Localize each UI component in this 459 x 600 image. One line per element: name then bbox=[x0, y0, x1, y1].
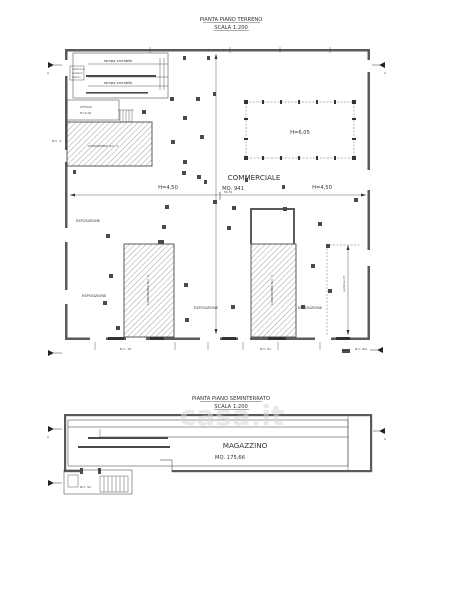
expo-label-3: ESPOSIZIONE bbox=[194, 306, 219, 310]
basement-mark-left: A bbox=[47, 435, 50, 439]
expo-label-4: ESPOSIZIONE bbox=[298, 306, 323, 310]
ramp-label-2: rampa carrabile bbox=[104, 81, 133, 85]
basement-walls bbox=[64, 414, 373, 473]
ground-floor-scale: SCALA 1:200 bbox=[214, 25, 248, 31]
office-room: UFFICIO H=4,00 bbox=[66, 99, 134, 122]
section-mark-right: A bbox=[384, 71, 387, 75]
basement-stair: N.C. 52 bbox=[63, 468, 133, 495]
bottom-label-2: N.C. 81 bbox=[260, 347, 271, 351]
hatched-label-2: CONDOMINIO N.C. 6 bbox=[146, 275, 150, 305]
basement-header: PIANTA PIANO SEMINTERRATO SCALA 1:200 bbox=[192, 396, 270, 410]
dim-horizontal: 30,72 bbox=[224, 190, 233, 194]
office-label: UFFICIO bbox=[80, 105, 93, 109]
ground-floor-title: PIANTA PIANO TERRENO bbox=[200, 17, 263, 23]
basement-bottom-label: N.C. 52 bbox=[80, 485, 91, 489]
office-height: H=4,00 bbox=[80, 111, 92, 115]
hatched-label-3: CONDOMINIO N.C. 7 bbox=[270, 275, 274, 305]
section-markers-basement: A A bbox=[47, 426, 387, 486]
ground-floor-header: PIANTA PIANO TERRENO SCALA 1:200 bbox=[200, 17, 263, 31]
section-mark-left: A bbox=[47, 71, 50, 75]
dimension-lines: 30,72 36,95 portone 45 bbox=[70, 54, 366, 335]
commercial-room-labels: COMMERCIALE MQ. 941 H=4,50 H=4,50 ESPOSI… bbox=[52, 139, 332, 310]
note-line-3: merci bbox=[72, 75, 81, 79]
side-label: N.C. 3 bbox=[52, 139, 61, 143]
mezzanine-outline: H=6,05 bbox=[244, 100, 356, 160]
basement-room-area: MQ. 175,66 bbox=[215, 455, 245, 461]
ramp-label-1: rampa carrabile bbox=[104, 59, 133, 63]
height-left: H=4,50 bbox=[158, 185, 178, 191]
ground-floor-footer: N.C. 78 N.C. 81 N.C. 8/A bbox=[94, 342, 368, 353]
room-area: MQ. 941 bbox=[222, 186, 244, 192]
basement-title: PIANTA PIANO SEMINTERRATO bbox=[192, 396, 270, 402]
ramp-area: rampa carrabile rampa carrabile centro e… bbox=[69, 52, 169, 99]
section-markers-ground: A A bbox=[47, 62, 387, 356]
hatched-blocks: CONDOMINIO N.C. 3 CONDOMINIO N.C. 6 COND… bbox=[66, 121, 297, 338]
basement-room-name: MAGAZZINO bbox=[223, 441, 268, 450]
basement-scale: SCALA 1:200 bbox=[214, 404, 248, 410]
expo-label-1: ESPOSIZIONE bbox=[76, 219, 101, 223]
dim-vertical: 36,95 bbox=[218, 191, 222, 200]
bottom-label-1: N.C. 78 bbox=[120, 347, 131, 351]
bottom-label-3: N.C. 8/A bbox=[355, 347, 368, 351]
basement-labels: MAGAZZINO MQ. 175,66 bbox=[215, 441, 268, 461]
basement-mark-right: A bbox=[384, 437, 387, 441]
expo-label-2: ESPOSIZIONE bbox=[82, 294, 107, 298]
note-line-1: centro e bbox=[72, 67, 85, 71]
hatched-label-1: CONDOMINIO N.C. 3 bbox=[88, 144, 118, 148]
ground-floor-walls bbox=[64, 47, 371, 341]
mezzanine-height: H=6,05 bbox=[290, 130, 310, 136]
structural-columns bbox=[73, 56, 358, 330]
watermark: casa.it bbox=[180, 399, 285, 432]
dim-right: portone 45 bbox=[342, 275, 346, 292]
height-right: H=4,50 bbox=[312, 185, 332, 191]
room-name: COMMERCIALE bbox=[228, 173, 281, 182]
note-line-2: scarico bbox=[72, 71, 83, 75]
